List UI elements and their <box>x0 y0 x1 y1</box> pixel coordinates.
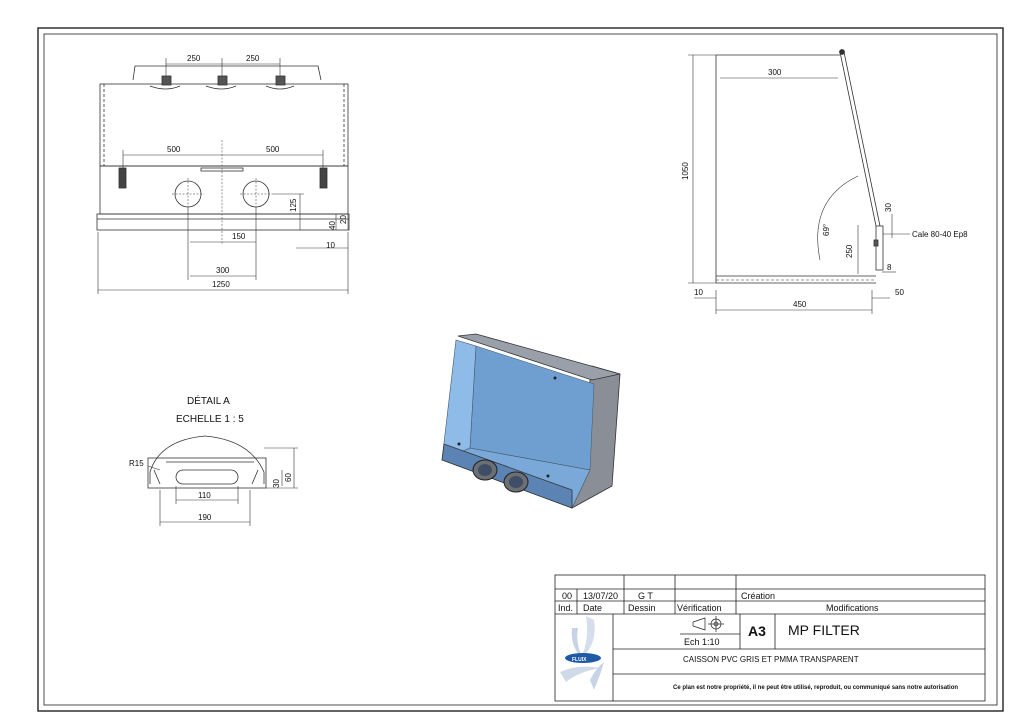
angle-label: 69° <box>822 224 831 236</box>
dim-label: 8 <box>887 263 892 272</box>
dim-label: 250 <box>246 54 260 63</box>
logo-text: FLUIX <box>572 657 587 663</box>
dim-label: 20 <box>339 215 348 224</box>
detail-view <box>147 435 298 526</box>
dim-label: 250 <box>187 54 201 63</box>
company-logo: FLUIX <box>560 616 604 690</box>
dim-label: 1250 <box>212 280 230 289</box>
detail-scale: ECHELLE 1 : 5 <box>176 414 244 425</box>
title-block <box>554 574 986 702</box>
dim-label: 300 <box>216 266 230 275</box>
header-date: Date <box>583 603 603 613</box>
callout-label: Cale 80-40 Ep8 <box>912 230 968 239</box>
rev-dessin: G T <box>638 591 653 601</box>
dim-label: R15 <box>129 459 144 468</box>
header-ind: Ind. <box>558 603 574 613</box>
dim-label: 250 <box>845 244 854 258</box>
dim-label: 10 <box>326 241 335 250</box>
client-name: MP FILTER <box>788 622 860 638</box>
side-view-dims: 300 1050 30 250 8 10 450 50 69° Cale 80-… <box>681 68 968 309</box>
side-view <box>688 49 910 314</box>
designation: CAISSON PVC GRIS ET PMMA TRANSPARENT <box>683 655 859 664</box>
front-view <box>96 58 350 294</box>
inner-frame <box>43 33 998 706</box>
header-modifications: Modifications <box>826 603 879 613</box>
dim-label: 300 <box>768 68 782 77</box>
dim-label: 190 <box>198 513 212 522</box>
dim-label: 10 <box>694 288 703 297</box>
isometric-box <box>441 333 621 509</box>
dim-label: 450 <box>793 300 807 309</box>
dim-label: 110 <box>198 491 211 500</box>
dim-label: 125 <box>289 198 298 212</box>
ownership-notice: Ce plan est notre propriété, il ne peut … <box>673 685 959 691</box>
rev-ind: 00 <box>562 591 573 601</box>
dim-label: 30 <box>884 203 893 212</box>
dim-label: 500 <box>266 145 280 154</box>
header-verification: Vérification <box>677 603 722 613</box>
outer-frame <box>37 27 1004 712</box>
front-view-dims: 250 250 500 500 150 300 1250 125 20 40 1… <box>167 54 348 289</box>
detail-title: DÉTAIL A <box>187 394 230 407</box>
header-dessin: Dessin <box>628 603 656 613</box>
rev-modification: Création <box>741 591 776 601</box>
scale-label: Ech 1:10 <box>684 637 720 647</box>
dim-label: 30 <box>272 479 281 488</box>
rev-date: 13/07/20 <box>583 591 619 601</box>
dim-label: 150 <box>232 232 246 241</box>
dim-label: 40 <box>328 221 337 230</box>
dim-label: 50 <box>895 288 904 297</box>
detail-view-labels: DÉTAIL A ECHELLE 1 : 5 R15 110 190 30 60 <box>129 394 293 522</box>
dim-label: 1050 <box>681 162 690 180</box>
dim-label: 500 <box>167 145 181 154</box>
dim-label: 60 <box>284 473 293 482</box>
format-label: A3 <box>748 623 766 639</box>
